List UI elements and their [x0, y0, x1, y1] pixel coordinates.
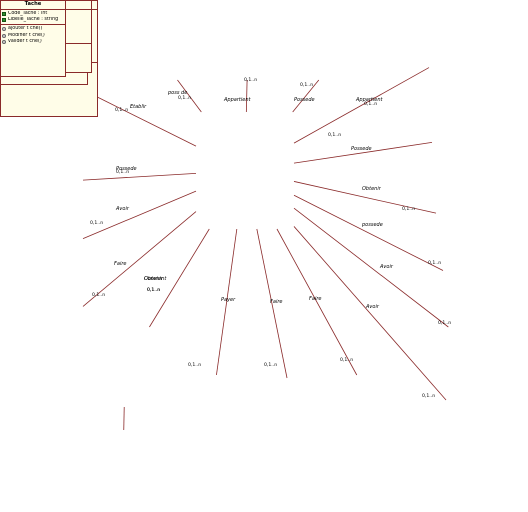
operation-icon: [2, 27, 6, 32]
multiplicity-label-filiales: 0,1..n: [244, 78, 258, 83]
multiplicity-label-balance: 0,1..n: [115, 108, 129, 113]
association-label-registres: Possede: [294, 97, 315, 103]
association-line-etablissements-client: [82, 173, 197, 181]
operation-icon: [2, 33, 6, 38]
association-line-registres-client: [292, 79, 320, 113]
attribute-row: Code_Tache : int: [2, 11, 65, 17]
multiplicity-label-regime_fiscal: 0,1..n: [364, 102, 378, 107]
attribute-text: Code_Tache : int: [8, 11, 48, 17]
association-label-regime_id: possede: [362, 222, 383, 228]
association-label-mode_imposition: Obtenir: [362, 186, 381, 192]
multiplicity-label-etablissements: 0,1..n: [116, 170, 130, 175]
association-line-conventions-client: [293, 226, 447, 401]
operation-text: valider t che(): [8, 38, 42, 44]
operation-icon: [2, 39, 6, 44]
multiplicity-label-capital: 0,1..n: [178, 96, 192, 101]
association-label-locations: Faire: [270, 299, 283, 305]
association-line-emprunts-client: [276, 228, 358, 376]
association-label-conventions: Avoir: [366, 304, 379, 310]
multiplicity-label-conventions: 0,1..n: [422, 394, 436, 399]
multiplicity-label-direction: 0,1..n: [328, 133, 342, 138]
operation-compartment: ajouter t che()Modifier t che()valider t…: [1, 25, 65, 45]
association-label-encours: Obtenir: [144, 276, 163, 282]
operation-row: Modifier t che(): [2, 33, 65, 39]
association-label-filiales: Appartient: [224, 97, 251, 103]
multiplicity-label-status: 0,1..n: [90, 221, 104, 226]
association-label-encours: Convient: [144, 276, 167, 282]
association-line-mode_imposition-client: [293, 181, 437, 214]
multiplicity-label-encours: 0,1..n: [147, 288, 161, 293]
multiplicity-label-mode_imposition: 0,1..n: [402, 207, 416, 212]
association-label-balance: Etablir: [130, 104, 147, 110]
association-line-regime_id-client: [293, 194, 444, 271]
association-label-capital: poss de: [168, 90, 188, 96]
association-line-locations-client: [256, 228, 288, 379]
multiplicity-label-registres: 0,1..n: [300, 83, 314, 88]
association-label-direction: Possede: [351, 146, 372, 152]
association-label-date_der: Avoir: [380, 264, 393, 270]
operation-row: valider t che(): [2, 39, 65, 45]
association-label-assurances: Payer: [221, 297, 236, 303]
multiplicity-label-pvca: 0,1..n: [92, 293, 106, 298]
class-name: Tache: [1, 1, 65, 10]
association-line-balance-client: [82, 89, 197, 147]
multiplicity-label-assurances: 0,1..n: [188, 363, 202, 368]
operation-row: ajouter t che(): [2, 26, 65, 32]
association-line-status-client: [82, 190, 197, 240]
association-line-encours-client: [149, 228, 210, 328]
multiplicity-label-date_der: 0,1..n: [438, 321, 452, 326]
association-label-emprunts: Faire: [309, 296, 322, 302]
attribute-row: Libelle_Tache : string: [2, 17, 65, 23]
association-line-direction-client: [293, 142, 433, 164]
association-line-date_der-client: [293, 207, 449, 328]
multiplicity-label-encours: 0,1..n: [147, 288, 161, 293]
attribute-icon: [2, 12, 6, 17]
association-line-assurances-client: [216, 228, 238, 376]
association-line-filiales-client: [245, 79, 248, 113]
multiplicity-label-locations: 0,1..n: [264, 363, 278, 368]
attribute-icon: [2, 18, 6, 23]
operation-text: ajouter t che(): [8, 26, 43, 32]
attribute-text: Libelle_Tache : string: [8, 17, 59, 23]
multiplicity-label-regime_id: 0,1..n: [428, 261, 442, 266]
association-line-regime_fiscal-client: [293, 67, 430, 144]
association-label-status: Avoir: [116, 206, 129, 212]
association-label-pvca: Faire: [114, 261, 127, 267]
association-label-regime_fiscal: Appartient: [356, 97, 383, 103]
multiplicity-label-emprunts: 0,1..n: [340, 358, 354, 363]
association-line-capital-client: [177, 79, 202, 113]
operation-text: Modifier t che(): [8, 32, 45, 38]
association-label-etablissements: Possede: [116, 166, 137, 172]
association-line-pvca-client: [82, 211, 197, 307]
